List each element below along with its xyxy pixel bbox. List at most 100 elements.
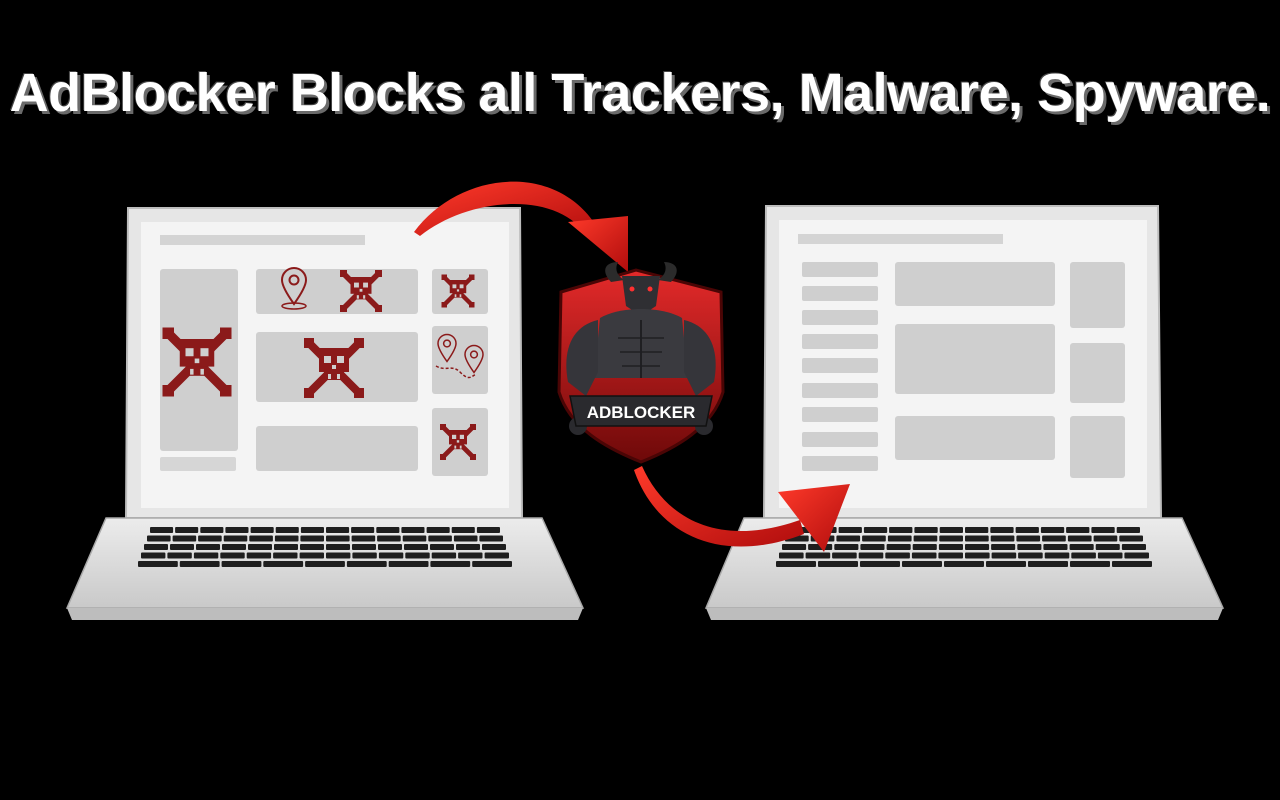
keyboard-key	[1028, 561, 1068, 567]
keyboard-key	[902, 561, 942, 567]
keyboard-key	[886, 544, 911, 550]
keyboard-key	[1016, 535, 1041, 542]
keyboard-key	[405, 552, 430, 559]
keyboard-key	[832, 552, 857, 559]
keyboard-key	[944, 561, 984, 567]
keyboard-key	[862, 535, 886, 542]
keyboard-key	[250, 527, 274, 533]
keyboard-key	[225, 527, 249, 533]
keyboard-key	[451, 527, 475, 533]
keyboard-key	[221, 561, 262, 567]
keyboard-key	[246, 552, 272, 559]
keyboard-key	[326, 552, 351, 559]
keyboard-key	[193, 552, 219, 559]
keyboard-key	[326, 527, 350, 533]
keyboard-key	[938, 552, 963, 559]
keyboard-key	[836, 535, 861, 542]
keyboard-key	[200, 527, 224, 533]
keyboard-key	[249, 535, 273, 542]
keyboard-key	[274, 535, 299, 542]
keyboard-key	[1018, 552, 1043, 559]
keyboard-key	[1121, 544, 1146, 550]
keyboard-key	[1095, 544, 1120, 550]
keyboard-key	[887, 535, 912, 542]
keyboard-key	[300, 544, 324, 550]
keyboard-key	[479, 535, 503, 542]
keyboard-key	[779, 552, 804, 559]
keyboard-key	[170, 544, 194, 550]
keyboard	[776, 527, 1152, 567]
keyboard-key	[428, 535, 452, 542]
keyboard-key	[196, 544, 220, 550]
keyboard-key	[248, 544, 272, 550]
keyboard-key	[914, 527, 938, 533]
keyboard-key	[1017, 544, 1042, 550]
keyboard-key	[274, 544, 298, 550]
route-tracking-icon	[435, 333, 484, 379]
keyboard-key	[220, 552, 245, 559]
keyboard-key	[1097, 552, 1123, 559]
headline: AdBlocker Blocks all Trackers, Malware, …	[9, 63, 1271, 123]
keyboard-key	[889, 527, 913, 533]
keyboard-key	[991, 544, 1016, 550]
keyboard-key	[430, 561, 471, 567]
keyboard-key	[990, 527, 1014, 533]
curved-arrow-icon	[414, 181, 628, 272]
keyboard-key	[482, 544, 506, 550]
keyboard-key	[1119, 535, 1143, 542]
keyboard-key	[860, 544, 885, 550]
keyboard-key	[377, 535, 401, 542]
keyboard-key	[273, 552, 298, 559]
keyboard-key	[453, 535, 478, 542]
keyboard-key	[1124, 552, 1149, 559]
keyboard-key	[263, 561, 304, 567]
keyboard-key	[144, 544, 168, 550]
keyboard-key	[885, 552, 910, 559]
keyboard-key	[346, 561, 387, 567]
keyboard-key	[426, 527, 450, 533]
keyboard-key	[990, 535, 1015, 542]
keyboard-key	[326, 544, 350, 550]
keyboard-key	[376, 527, 400, 533]
keyboard-key	[860, 561, 900, 567]
keyboard-key	[1070, 561, 1110, 567]
curved-arrow-icon	[634, 466, 850, 552]
keyboard-key	[1116, 527, 1140, 533]
keyboard-key	[431, 552, 457, 559]
keyboard-key	[351, 527, 375, 533]
keyboard-key	[1044, 552, 1070, 559]
keyboard-key	[776, 561, 816, 567]
keyboard-key	[458, 552, 483, 559]
keyboard-key	[991, 552, 1017, 559]
keyboard-key	[911, 552, 937, 559]
keyboard-key	[1066, 527, 1090, 533]
keyboard-key	[305, 561, 345, 567]
keyboard-key	[938, 544, 963, 550]
keyboard-key	[299, 552, 324, 559]
keyboard-key	[138, 561, 178, 567]
keyboard-key	[965, 527, 989, 533]
keyboard-key	[472, 561, 512, 567]
keyboard-key	[834, 544, 859, 550]
keyboard-key	[1042, 535, 1066, 542]
keyboard-key	[351, 535, 376, 542]
keyboard-key	[300, 535, 324, 542]
keyboard-key	[913, 535, 938, 542]
keyboard-key	[167, 552, 192, 559]
keyboard-key	[141, 552, 166, 559]
keyboard-key	[782, 544, 807, 550]
laptop-before	[65, 207, 585, 620]
keyboard-key	[858, 552, 884, 559]
keyboard-key	[965, 544, 990, 550]
keyboard-key	[986, 561, 1026, 567]
keyboard-key	[939, 535, 963, 542]
keyboard-key	[1093, 535, 1118, 542]
keyboard-key	[402, 535, 427, 542]
laptop-after	[704, 205, 1225, 620]
keyboard-key	[1067, 535, 1092, 542]
keyboard-key	[1043, 544, 1068, 550]
keyboard-key	[275, 527, 299, 533]
keyboard-key	[1112, 561, 1152, 567]
keyboard-key	[1015, 527, 1039, 533]
keyboard-key	[818, 561, 858, 567]
